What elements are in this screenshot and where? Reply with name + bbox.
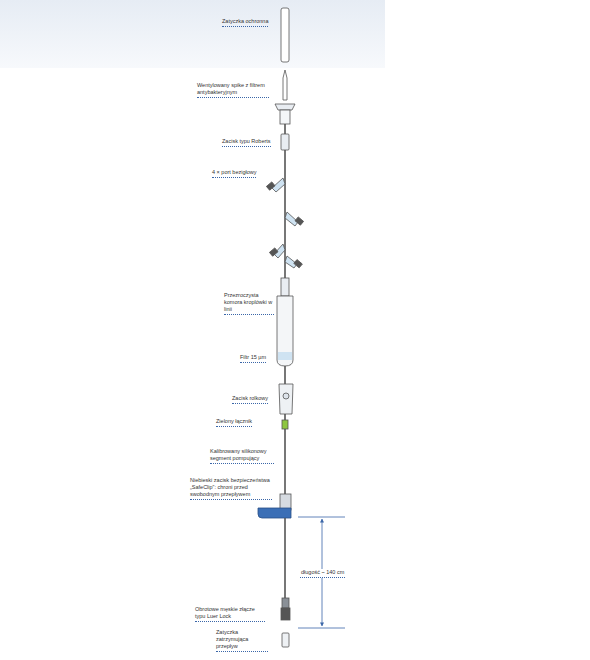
filter	[278, 352, 292, 360]
part-label: Niebieski zacisk bezpieczeństwa „SafeCli…	[190, 477, 272, 500]
dimension-label: długość ~ 140 cm	[300, 569, 345, 578]
spike	[283, 70, 287, 100]
part-label: Zacisk rolkowy	[232, 395, 268, 404]
luer-lock	[281, 608, 290, 620]
drip-chamber	[277, 296, 293, 366]
part-label: Zatyczka ochronna	[222, 18, 268, 27]
stop-cap	[282, 633, 289, 647]
part-label: Zielony łącznik	[216, 418, 252, 427]
safeclip-handle	[258, 508, 291, 518]
header-band	[0, 0, 385, 68]
part-label: Kalibrowany silikonowy segment pompujący	[210, 448, 274, 464]
part-label: 4 × port bezigłowy	[212, 169, 256, 178]
device	[258, 8, 304, 647]
roller-clamp	[279, 384, 293, 414]
part-label: Zatyczka zatrzymująca przepływ	[216, 629, 268, 652]
part-label: Przezroczysta komora kroplówki w linii	[224, 292, 274, 315]
spike-body	[280, 110, 290, 124]
spike-flange	[275, 104, 295, 110]
dimension	[298, 517, 345, 628]
roberts-clamp	[281, 134, 289, 150]
green-connector	[282, 420, 288, 429]
part-label: Zacisk typu Roberts	[222, 138, 271, 147]
part-label: Wentylowany spike z filtrem antybakteryj…	[197, 82, 269, 98]
part-label: Obrotowe męskie złącze typu Luer Lock	[195, 606, 265, 622]
part-label: Filtr 15 µm	[240, 354, 266, 363]
protective-cap	[281, 8, 289, 62]
